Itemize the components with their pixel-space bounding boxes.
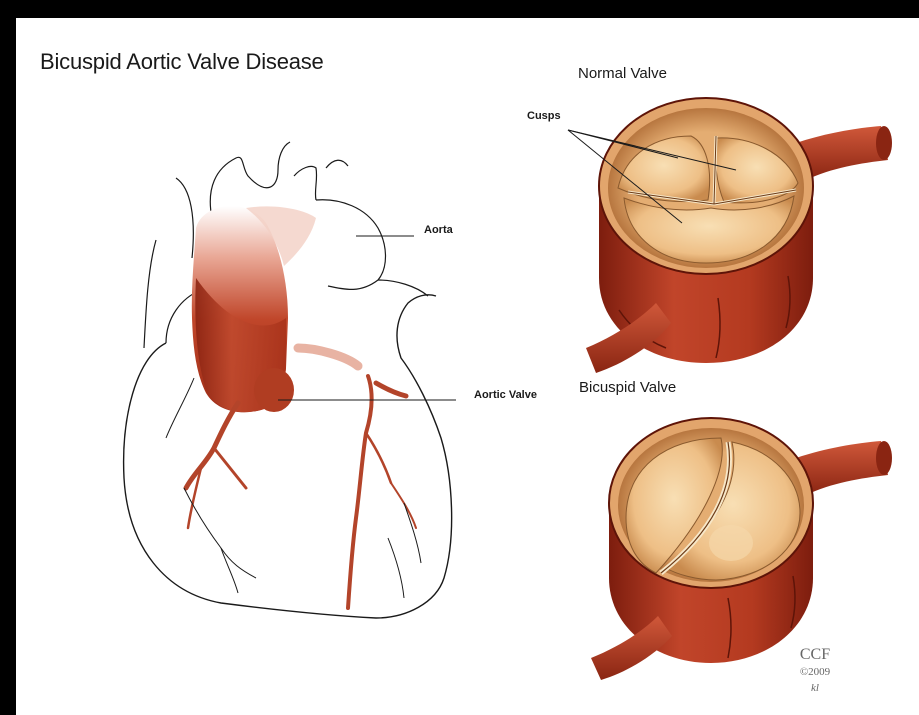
illustration-canvas: Bicuspid Aortic Valve Disease Normal Val… [16, 18, 919, 715]
credit-org: CCF [791, 646, 839, 664]
bicuspid-valve-title: Bicuspid Valve [579, 379, 676, 396]
figure-title: Bicuspid Aortic Valve Disease [40, 49, 324, 75]
aortic-valve-label: Aortic Valve [474, 389, 537, 401]
aorta-label: Aorta [424, 224, 453, 236]
bicuspid-valve-illustration [591, 418, 892, 680]
normal-valve-illustration [568, 98, 892, 373]
credit-copyright: ©2009 [791, 666, 839, 678]
medical-illustration [16, 18, 919, 715]
credit-initials: kl [791, 682, 839, 694]
cusps-label: Cusps [527, 110, 561, 122]
normal-valve-title: Normal Valve [578, 65, 667, 82]
heart-illustration [124, 142, 456, 618]
